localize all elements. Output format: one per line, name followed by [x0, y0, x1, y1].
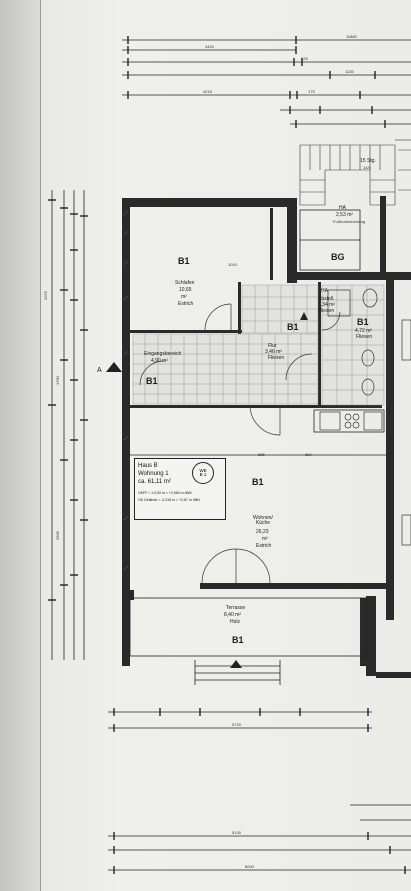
flur-name: Flur [268, 343, 277, 349]
abstell-code: HA [321, 288, 328, 294]
walls [122, 196, 411, 678]
staircase [299, 139, 411, 206]
dim-door-1: 1010 [228, 262, 237, 267]
door-swings [139, 303, 341, 584]
dim-top-a: 4420 [205, 44, 214, 49]
tile-grid [132, 284, 385, 406]
we-label: WE [199, 467, 207, 473]
dim-left-1: 2075 [43, 291, 48, 300]
abstell-name: Abstell. [318, 296, 335, 302]
terrasse-area: 8,40 m² [224, 612, 241, 618]
schlafen-area: 10,65 [179, 287, 192, 293]
ha-code: HA [339, 205, 346, 211]
info-unit: Wohnung 1 [138, 471, 169, 477]
section-markers [106, 312, 308, 668]
dim-top-total: 11880 [346, 34, 357, 39]
dim-door-2: 885 [258, 452, 265, 457]
flur-area: 3,46 m² [265, 349, 282, 355]
abstell-area: 1,34 m² [318, 302, 335, 308]
terrasse-code: B1 [232, 635, 244, 645]
wall-hatch [123, 210, 129, 571]
interior-lines [129, 209, 386, 685]
bad-code: B1 [357, 317, 369, 327]
bad-floor: Fliesen [356, 334, 373, 340]
dim-bottom-1: 5130 [232, 830, 241, 835]
wohnen-code: B1 [252, 477, 264, 487]
wohnen-floor: Estrich [256, 543, 272, 549]
dim-bottom-2: 5720 [232, 722, 241, 727]
wohnen-name: Wohnen/ Küche [253, 515, 273, 526]
bad-area: 4,72 m² [355, 328, 372, 334]
dimension-lines [48, 36, 411, 874]
terrasse-name: Terrasse [226, 605, 246, 611]
terrasse-floor: Holz [230, 619, 241, 625]
fixtures [319, 288, 411, 546]
abstell-floor: Fliesen [318, 308, 335, 314]
flur-code: B1 [287, 322, 299, 332]
schlafen-unit: m² [181, 294, 187, 300]
wohnen-unit: m² [262, 536, 268, 542]
dim-top-b: 125 [301, 56, 308, 61]
dim-left-2: 1760 [55, 376, 60, 385]
ha-area: 2,53 m² [336, 212, 353, 218]
eingang-area: 4,90 m² [151, 358, 168, 364]
ha-floor: Fußbodenheizung [333, 219, 366, 224]
eingang-code: B1 [146, 376, 158, 386]
flur-floor: Fliesen [268, 355, 285, 361]
we-code: B 1 [199, 472, 207, 477]
eingang-name: Eingangsbereich [144, 351, 182, 357]
dim-left-3: 2995 [55, 531, 60, 540]
schlafen-code: B1 [178, 256, 190, 266]
dim-bottom-3: 8000 [245, 864, 254, 869]
info-okgelaende: OK Gelände = -0,215 m = +2,67 m üNN [138, 498, 200, 502]
dim-top-e: 175 [308, 89, 315, 94]
wohnen-area: 26,23 [256, 529, 269, 535]
info-house: Haus B [138, 463, 158, 469]
schlafen-floor: Estrich [178, 301, 194, 307]
info-area: ca. 61,11 m² [138, 479, 171, 485]
section-marker-a: A [97, 367, 102, 374]
sheet-margin [0, 0, 41, 891]
info-okff: OKFF = ± 0,00 m = +2,960 m üNN [138, 491, 192, 495]
bg-code: BG [331, 252, 345, 262]
dim-top-c: 1135 [345, 69, 354, 74]
dim-door-3: 660 [305, 452, 312, 457]
stair-area: 14/4 [363, 165, 371, 170]
dim-top-d: 4215 [203, 89, 212, 94]
stair-label: 15 Stg. [360, 158, 376, 164]
schlafen-name: Schlafen [175, 280, 195, 286]
we-badge: WE B 1 [192, 462, 214, 484]
